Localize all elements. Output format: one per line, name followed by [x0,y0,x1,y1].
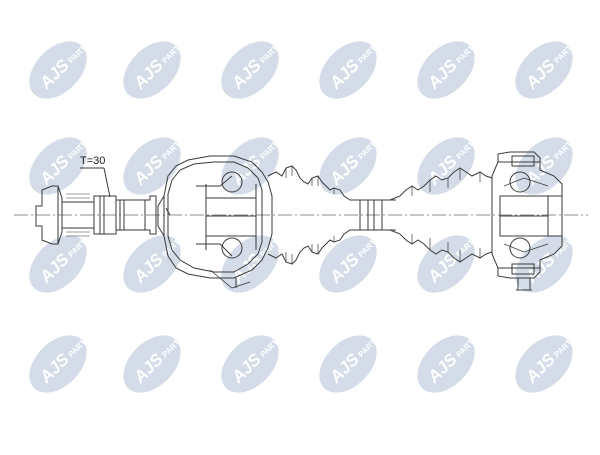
watermark-logo-badge [417,41,475,99]
watermark-logo-badge [319,137,377,195]
watermark-logo-badge [319,235,377,293]
watermark-logo-badge [515,41,573,99]
watermark-logo-badge [417,235,475,293]
spline-stub [35,185,157,245]
left-cv-boot [267,165,360,265]
watermark-logo-badge [123,137,181,195]
intermediate-shaft [350,199,396,231]
outer-cv-joint [157,155,273,289]
watermark-logo-badge [221,137,279,195]
watermark-logo-badge [221,41,279,99]
drive-shaft: T=30 [14,151,588,291]
spline-count-label: T=30 [80,155,105,167]
watermark-logo-badge [417,335,475,393]
watermark-logo-badge [417,137,475,195]
watermark-logo-badge [221,335,279,393]
spline-label-leader-arrow [103,167,111,198]
right-cv-boot [389,167,493,263]
watermark-logo-badge [29,335,87,393]
watermark-logo-badge [515,335,573,393]
watermark-logo-badge [29,137,87,195]
watermark-logo-badge [29,235,87,293]
watermark-logo-badge [319,335,377,393]
watermark-logo-badge [123,41,181,99]
watermark-logo-badge [123,335,181,393]
watermark-logo-badge [319,41,377,99]
inner-cv-joint [491,151,563,291]
watermark-logo-badge [29,41,87,99]
